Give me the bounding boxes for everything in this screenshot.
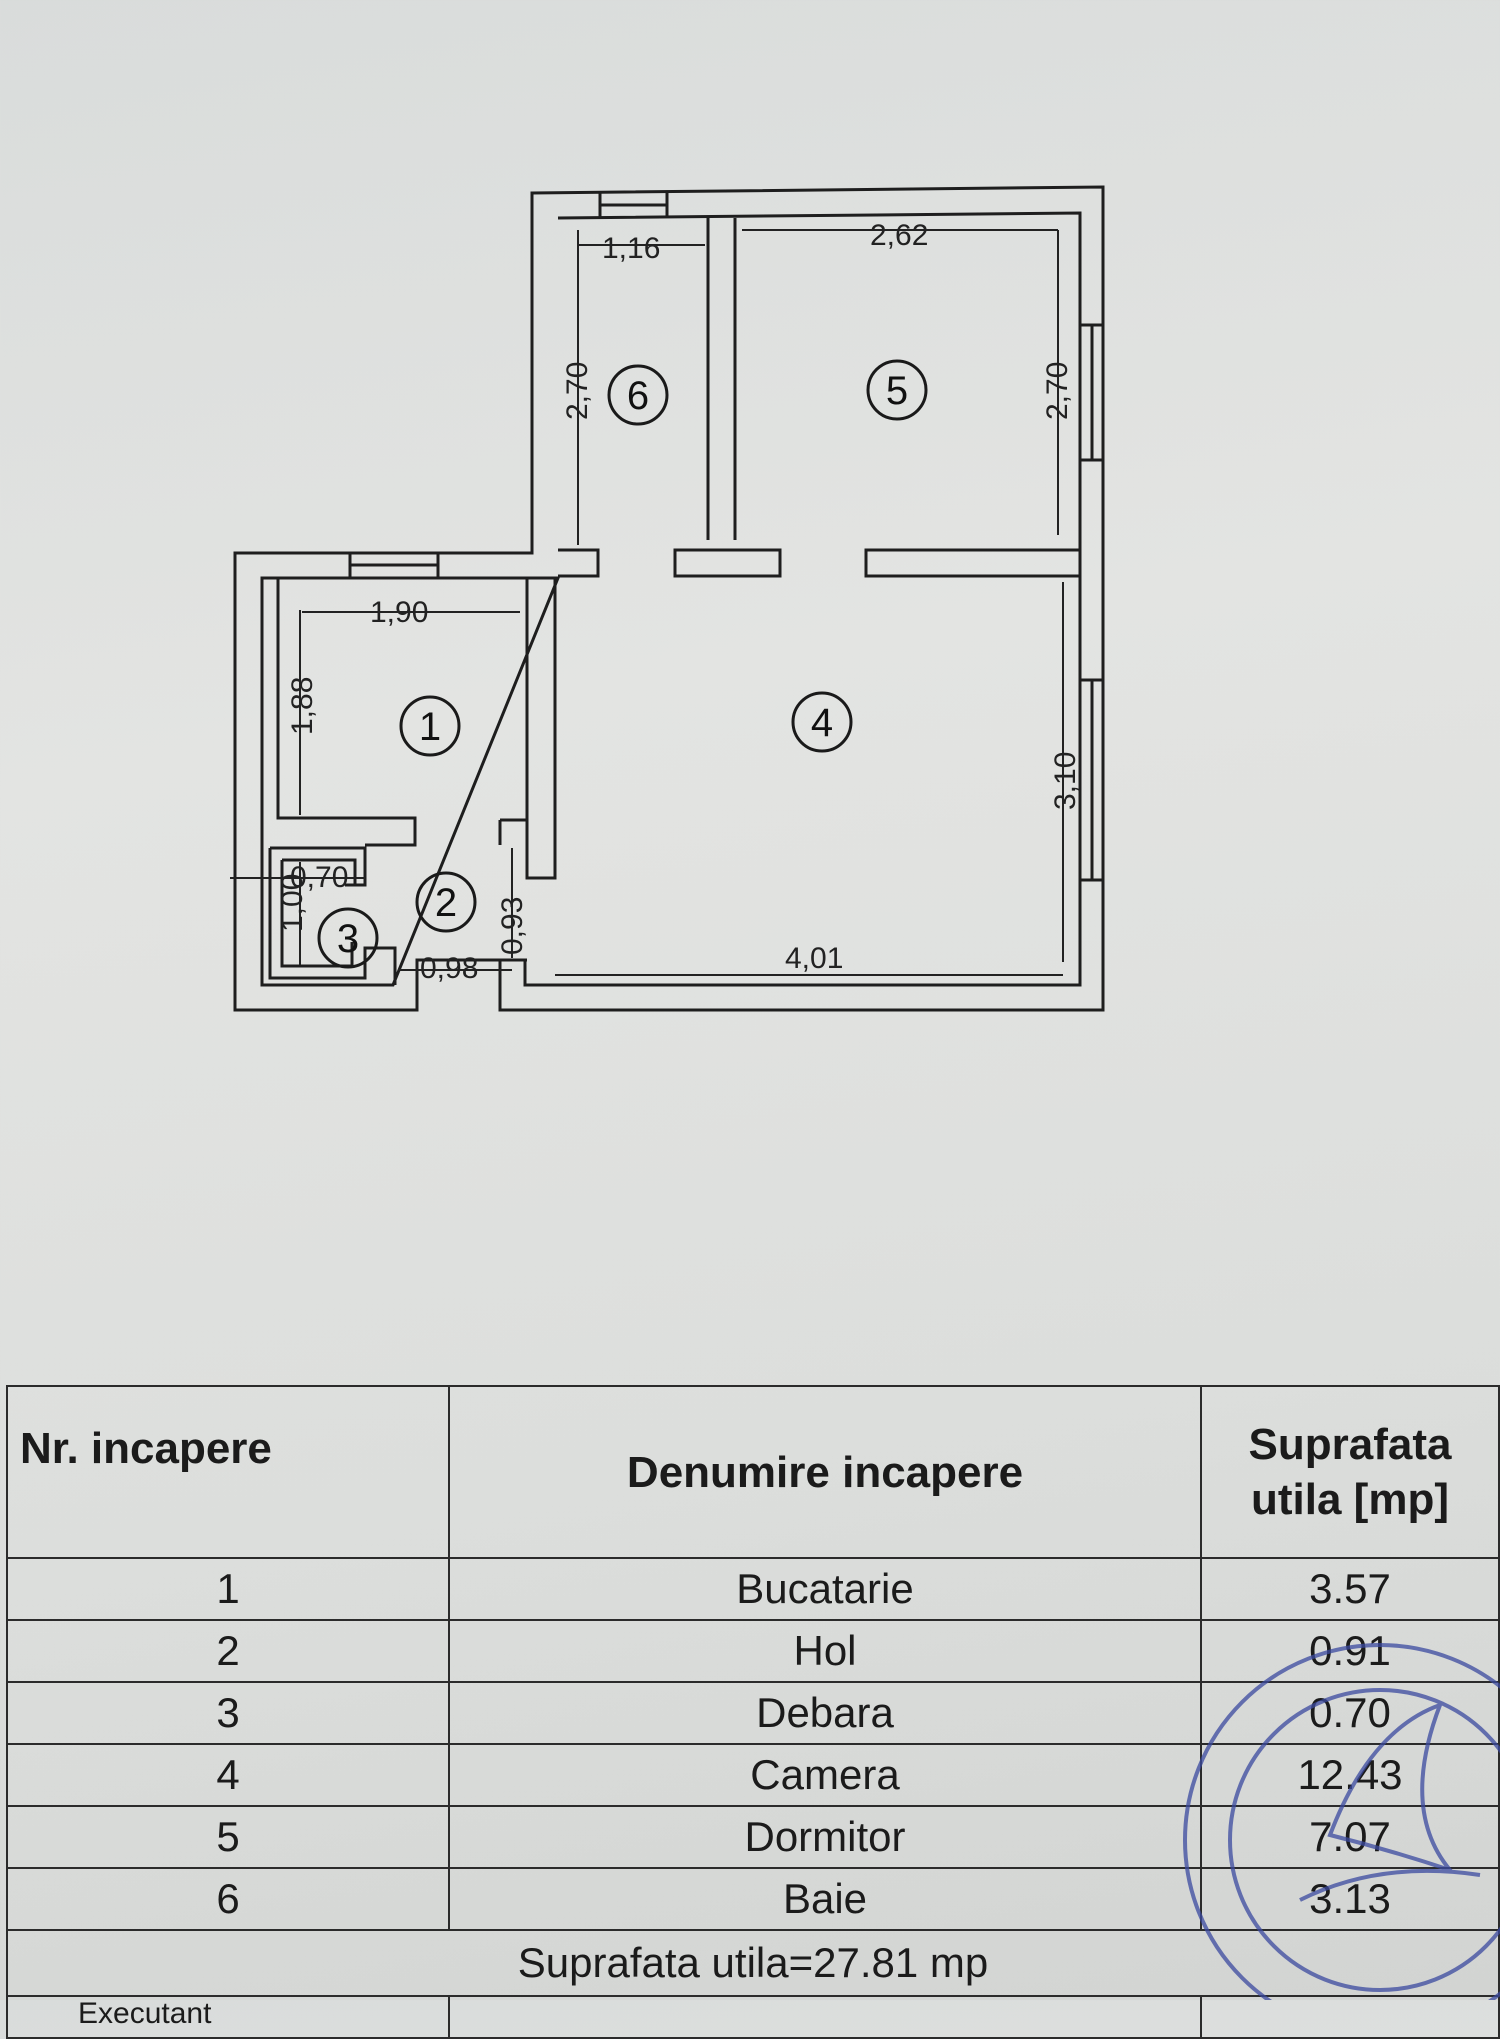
window-top [598, 193, 669, 218]
room-nr: 5 [6, 1805, 450, 1869]
header-useful-area: Suprafata utila [mp] [1200, 1385, 1500, 1559]
room-1-number: 1 [419, 705, 441, 749]
header-room-name: Denumire incapere [448, 1385, 1202, 1559]
window-room4 [1080, 678, 1103, 882]
room-4-circle [791, 691, 853, 753]
room-2-circle [415, 871, 477, 933]
total-row: Suprafata utila=27.81 mp [6, 1929, 1500, 1997]
room-area: 3.13 [1200, 1867, 1500, 1931]
room-name: Baie [448, 1867, 1202, 1931]
room-3-circle [317, 907, 379, 969]
official-stamp [1183, 1643, 1500, 2000]
room-name: Debara [448, 1681, 1202, 1745]
room-nr: 6 [6, 1867, 450, 1931]
wall-6-5 [706, 218, 737, 540]
wall-5-4 [864, 548, 1082, 578]
room-3-number: 3 [337, 917, 359, 961]
dim-2-62: 2,62 [870, 219, 928, 252]
executant-blank [448, 1995, 1202, 2039]
room-name: Bucatarie [448, 1557, 1202, 1621]
room-nr: 2 [6, 1619, 450, 1683]
stamp-cell [1200, 1995, 1500, 2039]
room-nr: 3 [6, 1681, 450, 1745]
room-area-table: Nr. incapere Denumire incapere Suprafata… [6, 1385, 1500, 2039]
room-area: 7.07 [1200, 1805, 1500, 1869]
room-5-circle [866, 359, 928, 421]
room-nr: 1 [6, 1557, 450, 1621]
dim-4-01: 4,01 [785, 942, 843, 975]
room-3-inner [280, 858, 357, 968]
room-6-circle [607, 364, 669, 426]
dim-2-70-right: 2,70 [1041, 362, 1074, 420]
header-room-number: Nr. incapere [6, 1385, 450, 1559]
total-useful-area: Suprafata utila=27.81 mp [6, 1929, 1500, 1997]
floor-plan: 1,16 2,62 2,70 2,70 1,90 1,88 3,10 0,70 … [230, 185, 1105, 1012]
room-4-number: 4 [811, 701, 833, 745]
dim-0-70: 0,70 [290, 861, 348, 894]
room-name: Dormitor [448, 1805, 1202, 1869]
table-row: 2 Hol 0.91 [6, 1619, 1500, 1683]
room-name: Hol [448, 1619, 1202, 1683]
room-nr: 4 [6, 1743, 450, 1807]
room-area: 0.91 [1200, 1619, 1500, 1683]
room-name: Camera [448, 1743, 1202, 1807]
dim-1-90: 1,90 [370, 596, 428, 629]
wall-2-4 [498, 818, 527, 962]
room-5-number: 5 [886, 369, 908, 413]
window-room1 [348, 553, 440, 578]
dim-0-98: 0,98 [420, 952, 478, 985]
table-row: 4 Camera 12.43 [6, 1743, 1500, 1807]
table-header-row: Nr. incapere Denumire incapere Suprafata… [6, 1385, 1500, 1559]
executant-label: Executant [6, 1995, 450, 2039]
wall-stub-6-4 [558, 548, 600, 578]
dim-3-10: 3,10 [1049, 752, 1082, 810]
dim-1-88: 1,88 [286, 677, 319, 735]
table-row: 6 Baie 3.13 [6, 1867, 1500, 1931]
table-row: 3 Debara 0.70 [6, 1681, 1500, 1745]
dim-1-16: 1,16 [602, 232, 660, 265]
room-1-walls [276, 576, 527, 847]
dim-0-93: 0,93 [496, 897, 529, 955]
room-area: 12.43 [1200, 1743, 1500, 1807]
dim-2-70-left: 2,70 [561, 362, 594, 420]
table-row: 1 Bucatarie 3.57 [6, 1557, 1500, 1621]
room-1-circle [399, 695, 461, 757]
outer-wall-inner-line [260, 211, 1082, 987]
room-area: 3.57 [1200, 1557, 1500, 1621]
table-row: 5 Dormitor 7.07 [6, 1805, 1500, 1869]
room-2-number: 2 [435, 881, 457, 925]
room-6-number: 6 [627, 374, 649, 418]
wall-stub-6-5 [673, 548, 782, 578]
window-room5 [1080, 323, 1103, 462]
outer-wall-outer-line [233, 185, 1105, 1012]
wall-1-4 [525, 578, 557, 880]
footer-row: Executant [6, 1995, 1500, 2039]
dim-1-00: 1,00 [276, 874, 309, 932]
